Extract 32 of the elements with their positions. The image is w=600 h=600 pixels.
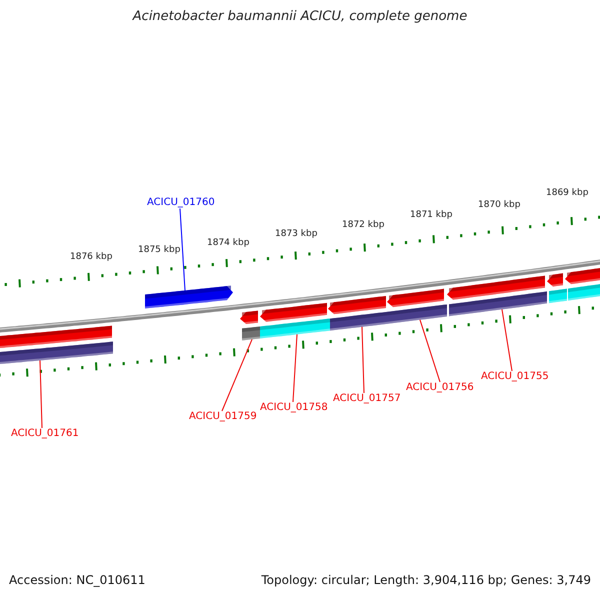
gene-label: ACICU_01756: [406, 382, 474, 394]
gene-label: ACICU_01761: [11, 428, 79, 440]
gene-label: ACICU_01758: [260, 402, 328, 414]
scale-label: 1876 kbp: [70, 252, 112, 262]
leader-line: [180, 208, 186, 291]
accession-text: Accession: NC_010611: [9, 574, 146, 588]
leader-line: [40, 360, 42, 428]
gene-feature: [145, 286, 233, 308]
leader-line: [222, 338, 252, 412]
gene-label: ACICU_01759: [189, 411, 257, 422]
leader-line: [502, 308, 512, 372]
gene-feature: [388, 304, 447, 324]
genome-info-text: Topology: circular; Length: 3,904,116 bp; Genes: 3,749: [261, 574, 591, 588]
scale-label: 1872 kbp: [342, 220, 384, 230]
scale-label: 1871 kbp: [410, 210, 452, 220]
leader-line: [362, 326, 364, 394]
leader-line: [292, 334, 298, 402]
gene-feature: [242, 326, 260, 340]
gene-feature: [0, 342, 113, 364]
diagram-title: Acinetobacter baumannii ACICU, complete genome: [132, 10, 468, 25]
gene-label: ACICU_01757: [333, 393, 401, 404]
gene-feature: [449, 291, 547, 316]
gene-feature: [260, 318, 330, 338]
scale-label: 1875 kbp: [138, 245, 180, 256]
leader-line: [420, 319, 440, 382]
scale-label: 1869 kbp: [546, 188, 588, 198]
scale-label: 1874 kbp: [207, 238, 250, 248]
gene-label: ACICU_01755: [481, 371, 549, 382]
scale-label: 1870 kbp: [478, 200, 520, 210]
scale-label: 1873 kbp: [275, 229, 318, 240]
gene-feature: [330, 312, 388, 331]
gene-label: ACICU_01760: [147, 197, 215, 208]
